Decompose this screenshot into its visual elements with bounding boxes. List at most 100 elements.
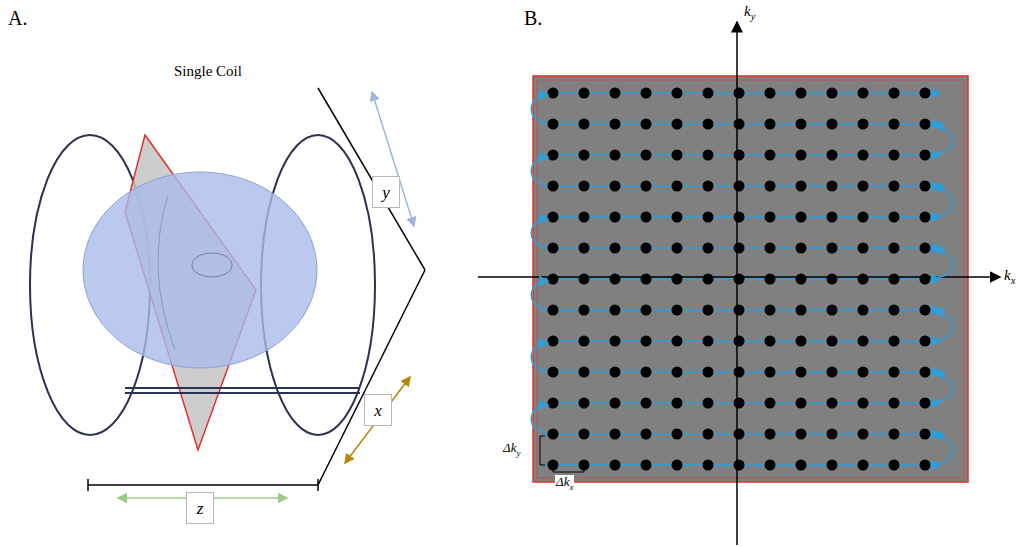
sample-point [889,119,900,130]
sample-point [827,150,838,161]
sample-point [579,367,590,378]
flyback-arrow [531,343,548,370]
object-sphere [83,172,317,368]
sample-point [610,460,621,471]
sample-point [858,150,869,161]
sample-point [858,429,869,440]
sample-point [579,243,590,254]
sample-point [858,212,869,223]
title-label: Single Coil [174,64,242,79]
sample-point [548,181,559,192]
sample-point [858,243,869,254]
sample-point [765,150,776,161]
sample-point [734,119,745,130]
kspace-region [533,76,968,482]
panel-label: B. [524,8,542,28]
sample-point [796,429,807,440]
sample-point [734,305,745,316]
sample-point [579,336,590,347]
sample-point [610,119,621,130]
flyback-arrow [934,188,953,215]
dimension-label: Δkx [555,475,574,492]
sample-point [610,88,621,99]
sample-point [734,150,745,161]
flyback-arrow [531,157,548,184]
sample-point [858,398,869,409]
sample-point [858,305,869,316]
sample-point [889,336,900,347]
sample-point [703,305,714,316]
sample-point [579,119,590,130]
sample-point [796,305,807,316]
sample-point [703,429,714,440]
flyback-arrow [934,312,953,339]
sample-point [672,274,683,285]
sample-point [610,212,621,223]
sample-point [734,336,745,347]
sample-point [889,460,900,471]
sample-point [548,398,559,409]
sample-point [734,212,745,223]
sample-point [889,243,900,254]
sample-point [641,274,652,285]
sample-point [734,274,745,285]
sample-point [765,119,776,130]
sample-point [858,119,869,130]
sample-point [889,181,900,192]
sample-point [641,243,652,254]
sample-point [796,212,807,223]
dimension-label: Δky [502,441,521,458]
sample-point [610,429,621,440]
axis-label: ky [744,4,755,23]
axis-label: x [374,402,382,419]
sample-point [858,274,869,285]
sample-point [827,460,838,471]
sample-point [579,88,590,99]
sample-point [672,243,683,254]
sample-point [579,429,590,440]
sample-point [734,367,745,378]
flyback-arrow [531,405,548,432]
sample-point [548,212,559,223]
sample-point [765,460,776,471]
sample-point [641,429,652,440]
sample-point [796,367,807,378]
sample-point [920,305,931,316]
sample-point [548,305,559,316]
axis-label: z [197,500,204,517]
sample-point [858,181,869,192]
sample-point [672,336,683,347]
sample-point [703,181,714,192]
sample-point [920,212,931,223]
sample-point [796,181,807,192]
sample-point [672,212,683,223]
sample-point [734,460,745,471]
sample-point [703,212,714,223]
sample-point [827,305,838,316]
sample-point [765,274,776,285]
sample-point [889,274,900,285]
sample-point [610,274,621,285]
sample-point [641,398,652,409]
sample-point [920,88,931,99]
panel-label: A. [8,8,27,28]
sample-point [579,150,590,161]
sample-point [548,119,559,130]
sample-point [641,119,652,130]
sample-point [610,336,621,347]
sample-point [765,212,776,223]
sample-point [796,460,807,471]
sample-point [796,119,807,130]
sample-point [579,274,590,285]
sample-point [641,212,652,223]
sample-point [703,398,714,409]
sample-point [765,181,776,192]
sample-point [579,181,590,192]
sample-point [920,398,931,409]
sample-point [703,88,714,99]
sample-point [548,336,559,347]
sample-point [703,367,714,378]
axis-label-box: x [364,394,392,426]
sample-point [734,88,745,99]
